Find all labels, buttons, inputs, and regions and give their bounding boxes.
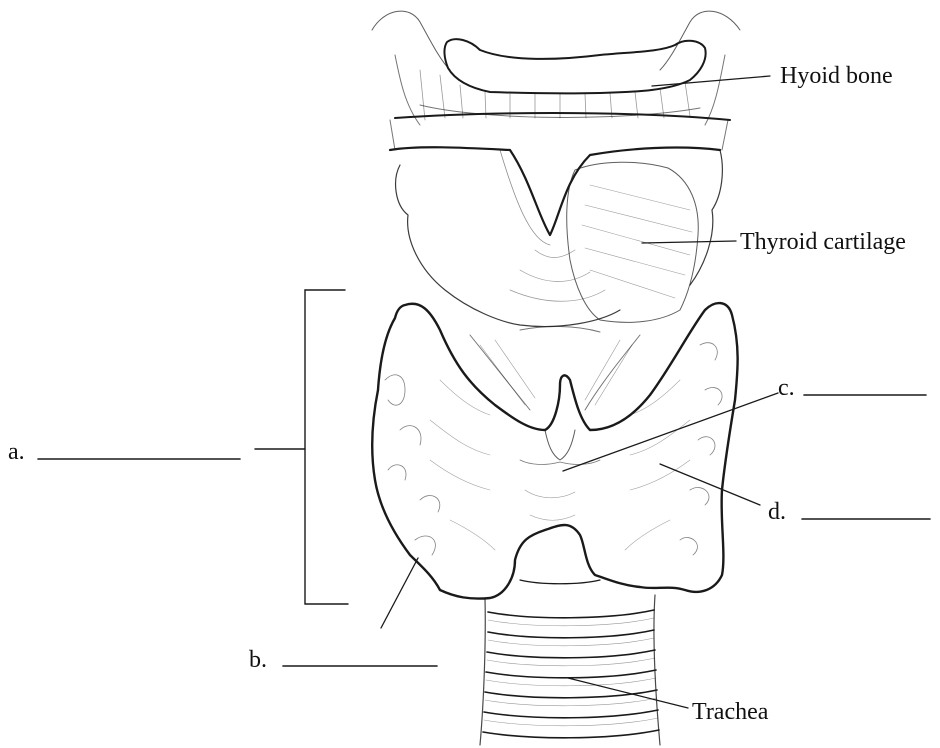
label-hyoid-bone: Hyoid bone xyxy=(780,64,893,88)
label-c: c. xyxy=(778,376,795,400)
label-d: d. xyxy=(768,500,786,524)
trachea xyxy=(480,580,660,745)
leader-b xyxy=(381,558,418,628)
thyroid-gland xyxy=(372,303,737,599)
leader-thyroid-cartilage xyxy=(642,241,736,243)
answer-blanks xyxy=(38,395,930,666)
cricothyroid-region xyxy=(470,326,640,410)
label-trachea: Trachea xyxy=(692,700,768,724)
label-a: a. xyxy=(8,440,25,464)
hyoid-bone xyxy=(372,11,740,125)
leader-hyoid xyxy=(652,76,770,86)
thyroid-cartilage xyxy=(390,120,728,327)
leader-d xyxy=(660,464,760,505)
bracket-a xyxy=(255,290,348,604)
leader-lines xyxy=(381,76,778,708)
label-thyroid-cartilage: Thyroid cartilage xyxy=(740,230,906,254)
label-b: b. xyxy=(249,648,267,672)
